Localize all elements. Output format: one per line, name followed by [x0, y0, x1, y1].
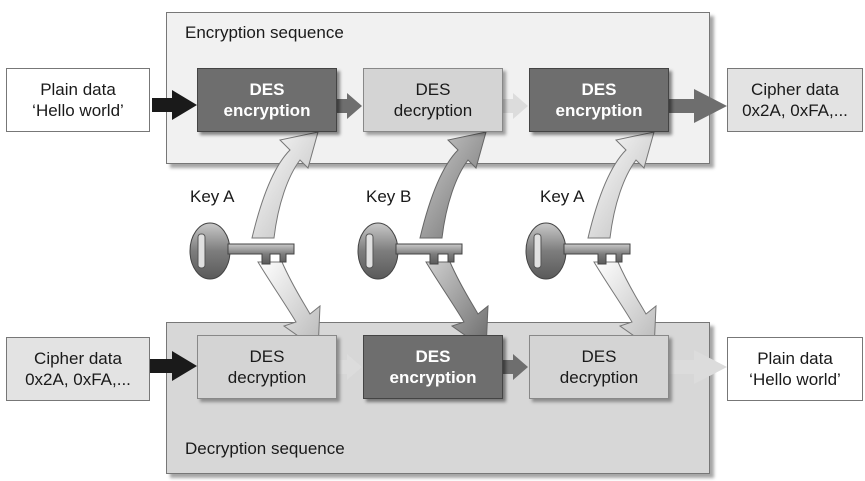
encryption-step-1: DES encryption	[197, 68, 337, 132]
key-arrow-up-1	[251, 131, 319, 239]
step-title: DES	[415, 80, 451, 99]
key-label-b: Key B	[366, 187, 412, 206]
step-operation: decryption	[227, 368, 307, 387]
flow-arrow-step3-to-output	[669, 89, 727, 123]
encryption-input-line1: Plain data	[40, 80, 116, 99]
step-title: DES	[249, 80, 285, 99]
encryption-output-line1: Cipher data	[751, 80, 839, 99]
decryption-input-line2: 0x2A, 0xFA,...	[25, 370, 131, 389]
step-operation: encryption	[223, 101, 311, 120]
flow-arrow-step1-to-step2	[337, 93, 362, 119]
key-label-a-2: Key A	[540, 187, 585, 206]
step-title: DES	[249, 347, 285, 366]
encryption-step-2: DES decryption	[363, 68, 503, 132]
flow-arrow-dec-step3-to-output	[669, 350, 727, 384]
key-icon	[357, 222, 463, 280]
key-icon	[525, 222, 631, 280]
flow-arrow-dec-step2-to-step3	[503, 354, 528, 380]
key-arrow-up-3	[587, 131, 655, 239]
step-title: DES	[415, 347, 451, 366]
decryption-sequence-label: Decryption sequence	[185, 439, 345, 458]
step-title: DES	[581, 80, 617, 99]
encryption-output-line2: 0x2A, 0xFA,...	[742, 101, 848, 120]
flow-arrow-input-to-step1	[152, 90, 197, 120]
encryption-step-3: DES encryption	[529, 68, 669, 132]
flow-arrow-dec-step1-to-step2	[337, 354, 362, 380]
decryption-output-line1: Plain data	[757, 349, 833, 368]
encryption-output-box: Cipher data 0x2A, 0xFA,...	[727, 68, 863, 132]
encryption-sequence-label: Encryption sequence	[185, 23, 344, 42]
decryption-output-line2: ‘Hello world’	[749, 370, 841, 389]
encryption-input-box: Plain data ‘Hello world’	[6, 68, 150, 132]
flow-arrow-dec-input-to-step1	[150, 351, 197, 381]
step-operation: encryption	[555, 101, 643, 120]
decryption-input-box: Cipher data 0x2A, 0xFA,...	[6, 337, 150, 401]
step-title: DES	[581, 347, 617, 366]
decryption-input-line1: Cipher data	[34, 349, 122, 368]
key-arrow-up-2	[419, 131, 487, 239]
decryption-step-2: DES encryption	[363, 335, 503, 399]
step-operation: decryption	[393, 101, 473, 120]
decryption-output-box: Plain data ‘Hello world’	[727, 337, 863, 401]
key-icon	[189, 222, 295, 280]
step-operation: decryption	[559, 368, 639, 387]
step-operation: encryption	[389, 368, 477, 387]
decryption-step-1: DES decryption	[197, 335, 337, 399]
flow-arrow-step2-to-step3	[503, 93, 528, 119]
key-label-a-1: Key A	[190, 187, 235, 206]
decryption-step-3: DES decryption	[529, 335, 669, 399]
encryption-input-line2: ‘Hello world’	[32, 101, 124, 120]
